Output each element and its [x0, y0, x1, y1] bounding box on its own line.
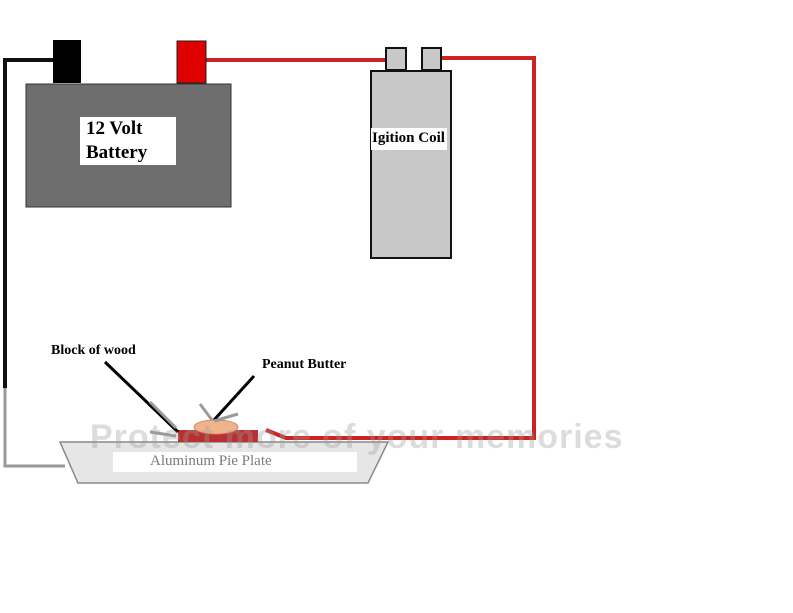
battery-label-background: [80, 117, 176, 165]
coil-label-background: [371, 128, 447, 150]
battery-negative-terminal: [53, 40, 81, 83]
peanut-pointer-arrow-b: [213, 412, 239, 423]
peanut-butter-label: Peanut Butter: [262, 357, 347, 372]
pie-plate-label-background: [113, 452, 357, 472]
battery-positive-terminal: [176, 40, 207, 84]
watermark-text: Protect more of your memories: [90, 418, 624, 456]
wood-block: [178, 430, 258, 442]
coil-output-wire: [265, 56, 536, 440]
wood-pointer-line: [103, 360, 180, 434]
battery-label: 12 Volt Battery: [86, 118, 148, 163]
coil-body: [370, 70, 452, 259]
peanut-pointer-line: [212, 374, 256, 422]
wood-label: Block of wood: [51, 343, 136, 358]
pie-plate-label: Aluminum Pie Plate: [150, 453, 272, 469]
coil-label: Igition Coil: [372, 130, 445, 146]
ground-wire: [3, 388, 65, 468]
peanut-pointer-arrow-a: [198, 403, 214, 421]
wood-pointer-line-gray: [148, 400, 178, 430]
wood-pointer-arrow: [149, 430, 177, 438]
negative-wire: [3, 58, 53, 388]
coil-terminal-right: [421, 47, 442, 71]
coil-terminal-left: [385, 47, 407, 71]
